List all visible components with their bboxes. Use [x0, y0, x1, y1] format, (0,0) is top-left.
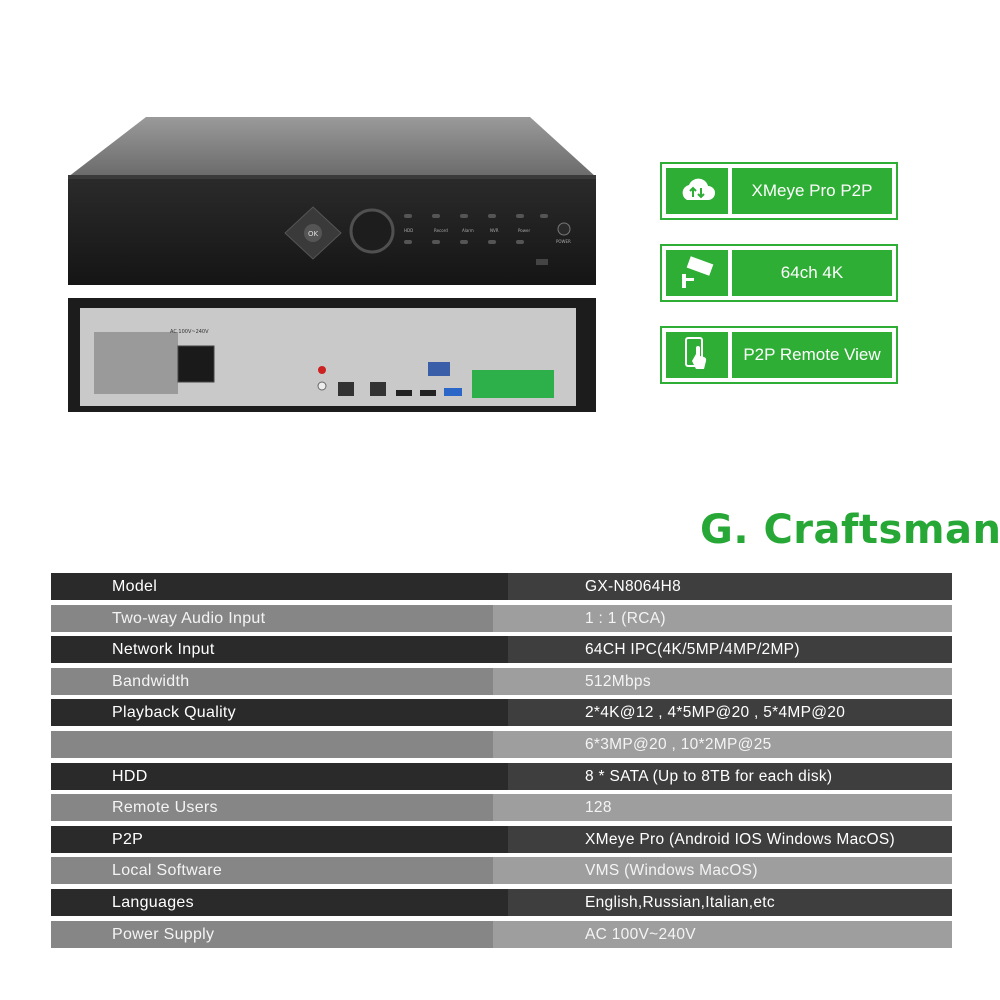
- spec-row-p2p: P2P XMeye Pro (Android IOS Windows MacOS): [51, 825, 952, 853]
- spec-key: Model: [112, 578, 158, 595]
- spec-key: Local Software: [112, 862, 223, 880]
- feature-badge-64ch: 64ch 4K: [660, 244, 898, 302]
- spec-value: 64CH IPC(4K/5MP/4MP/2MP): [585, 641, 800, 659]
- rear-power-label: AC 100V~240V: [170, 329, 209, 335]
- spec-row-audio: Two-way Audio Input 1 : 1 (RCA): [51, 604, 952, 632]
- security-camera-icon: [666, 250, 728, 296]
- spec-value: AC 100V~240V: [585, 925, 696, 943]
- spec-table: Model GX-N8064H8 Two-way Audio Input 1 : 1…: [51, 573, 952, 952]
- vga-port: [428, 362, 450, 376]
- spec-row-hdd: HDD 8 * SATA (Up to 8TB for each disk): [51, 762, 952, 790]
- spec-key: Power Supply: [112, 925, 215, 943]
- front-button-row: [404, 214, 548, 244]
- hdd-label: HDD: [404, 228, 413, 233]
- audio-port-white: [317, 381, 327, 391]
- spec-value: English,Russian,Italian,etc: [585, 893, 775, 911]
- feature-label: XMeye Pro P2P: [732, 168, 892, 214]
- spec-key: Network Input: [112, 641, 215, 659]
- spec-key: Languages: [112, 893, 194, 911]
- alarm-label: Alarm: [462, 228, 474, 233]
- spec-row-playback-2: 6*3MP@20 , 10*2MP@25: [51, 730, 952, 758]
- spec-row-languages: Languages English,Russian,Italian,etc: [51, 888, 952, 916]
- spec-row-model: Model GX-N8064H8: [51, 573, 952, 600]
- dpad: OK: [284, 206, 342, 260]
- lan-port-2: [370, 382, 386, 396]
- spec-row-remote-users: Remote Users 128: [51, 794, 952, 822]
- spec-value: 128: [585, 799, 612, 817]
- spec-row-power: Power Supply AC 100V~240V: [51, 920, 952, 948]
- spec-value: GX-N8064H8: [585, 578, 682, 595]
- spec-value: 1 : 1 (RCA): [585, 609, 666, 627]
- spec-row-playback: Playback Quality 2*4K@12 , 4*5MP@20 , 5*4…: [51, 699, 952, 727]
- spec-value: VMS (Windows MacOS): [585, 862, 758, 880]
- nvr-rear-panel-image: AC 100V~240V: [68, 298, 596, 412]
- spec-key: Two-way Audio Input: [112, 609, 266, 627]
- spec-row-network: Network Input 64CH IPC(4K/5MP/4MP/2MP): [51, 636, 952, 664]
- hdmi-port-2: [420, 390, 436, 396]
- cloud-sync-icon: [666, 168, 728, 214]
- spec-key: Remote Users: [112, 799, 218, 817]
- nvr-label: NVR: [490, 228, 499, 233]
- spec-value: 2*4K@12 , 4*5MP@20 , 5*4MP@20: [585, 704, 846, 722]
- power-label: POWER: [556, 239, 571, 244]
- nvr-front-panel-image: OK HDD Record Alarm NVR Power POWER: [68, 117, 596, 285]
- feature-badge-p2p: XMeye Pro P2P: [660, 162, 898, 220]
- power-button: [557, 222, 571, 236]
- spec-value: 512Mbps: [585, 672, 651, 690]
- hdmi-port-1: [396, 390, 412, 396]
- spec-key: Playback Quality: [112, 704, 236, 722]
- jog-dial: [349, 208, 395, 254]
- spec-value: XMeye Pro (Android IOS Windows MacOS): [585, 830, 895, 848]
- alarm-terminal-block: [472, 370, 554, 398]
- spec-key: P2P: [112, 830, 144, 848]
- spec-row-software: Local Software VMS (Windows MacOS): [51, 857, 952, 885]
- power-led-label: Power: [518, 228, 530, 233]
- spec-row-bandwidth: Bandwidth 512Mbps: [51, 667, 952, 695]
- usb-port: [536, 259, 548, 265]
- ok-button-label: OK: [308, 230, 319, 238]
- feature-label: P2P Remote View: [732, 332, 892, 378]
- record-label: Record: [434, 228, 448, 233]
- lan-port-1: [338, 382, 354, 396]
- feature-badge-remote-view: P2P Remote View: [660, 326, 898, 384]
- power-socket: [177, 345, 215, 383]
- feature-label: 64ch 4K: [732, 250, 892, 296]
- spec-key: HDD: [112, 767, 148, 785]
- brand-logo-text: G. Craftsman: [700, 507, 1000, 553]
- vent-grille: [94, 332, 178, 394]
- smartphone-touch-icon: [666, 332, 728, 378]
- audio-port-red: [318, 366, 326, 374]
- usb3-port: [444, 388, 462, 396]
- spec-value: 8 * SATA (Up to 8TB for each disk): [585, 767, 833, 785]
- spec-value: 6*3MP@20 , 10*2MP@25: [585, 735, 772, 753]
- spec-key: Bandwidth: [112, 672, 190, 690]
